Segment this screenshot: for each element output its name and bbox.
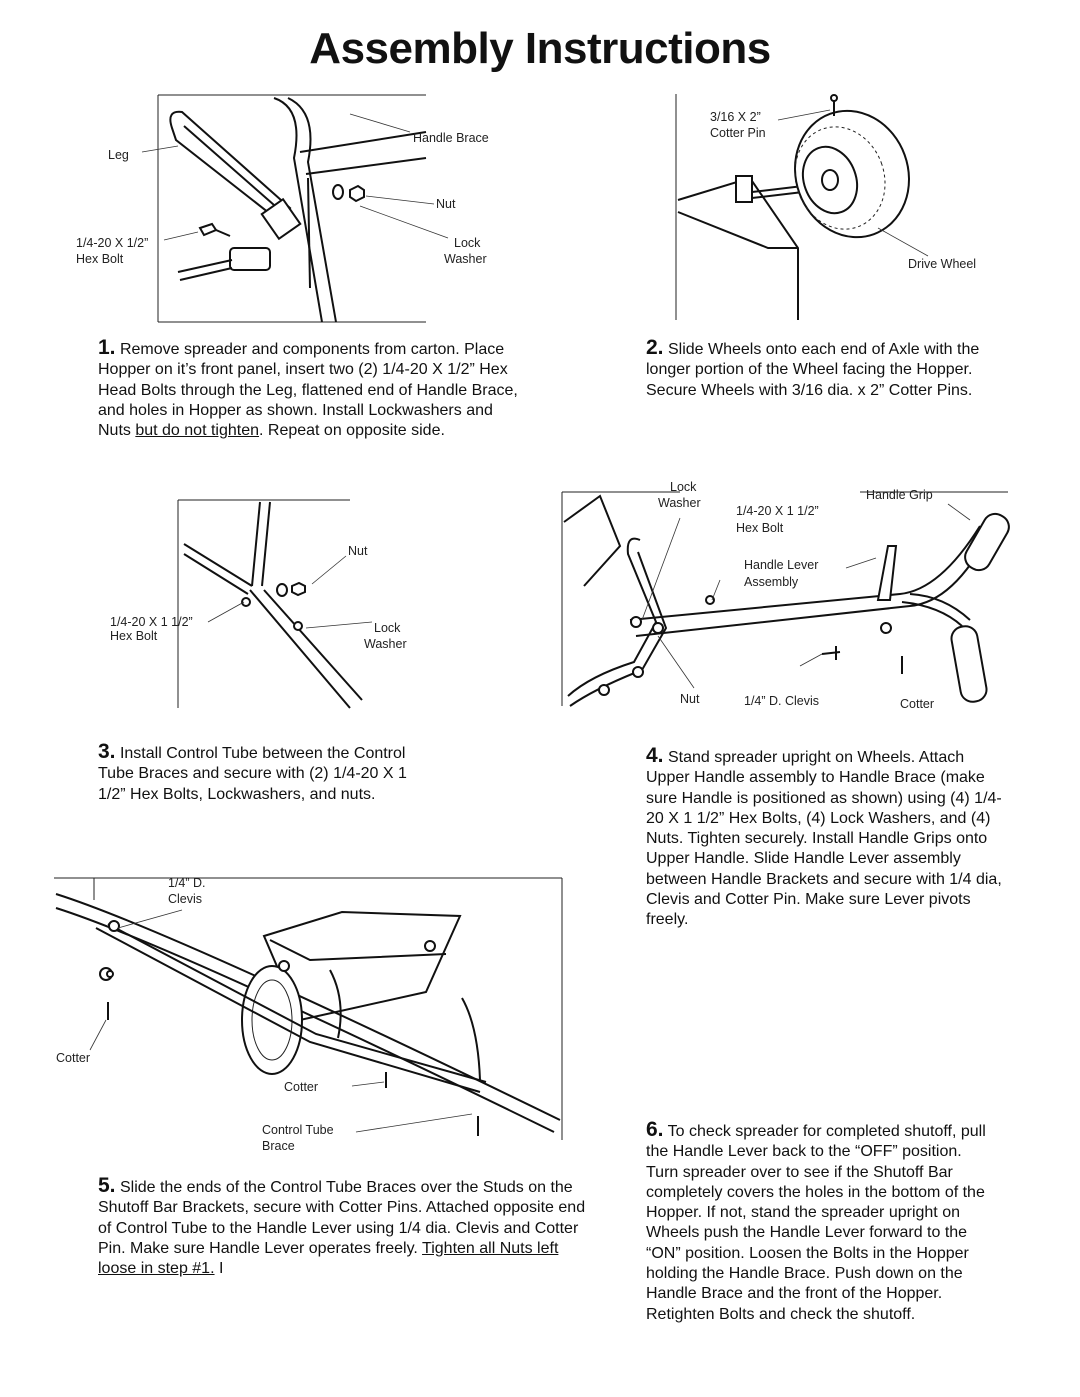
step-4-body: Stand spreader upright on Wheels. Attach… — [646, 749, 1002, 929]
label-handle-grip: Handle Grip — [866, 488, 933, 502]
step-5-number: 5. — [98, 1174, 116, 1197]
label-lock-line1: Lock — [454, 236, 481, 250]
label-hex-bolt-line2: Hex Bolt — [736, 521, 784, 535]
step-3-body: Install Control Tube between the Control… — [98, 745, 407, 803]
label-washer-line2: Washer — [658, 496, 701, 510]
step-5-underlined: Tighten all Nuts left loose in step #1. — [98, 1239, 559, 1278]
label-nut: Nut — [680, 692, 700, 706]
step-5-text: 5. Slide the ends of the Control Tube Br… — [98, 1174, 598, 1279]
label-lock-line1: Lock — [670, 480, 697, 494]
figure-2-drive-wheel: 3/16 X 2” Cotter Pin Drive Wheel — [670, 88, 1000, 328]
step-6-body: To check spreader for completed shutoff,… — [646, 1123, 986, 1323]
figure-3-control-tube: Nut 1/4-20 X 1 1/2” Hex Bolt Lock Washer — [100, 494, 430, 714]
page-title: Assembly Instructions — [309, 24, 771, 73]
label-hex-bolt-line2: Hex Bolt — [76, 252, 124, 266]
label-control-tube-brace-line1: Control Tube — [262, 1123, 334, 1137]
step-1-body-b: . Repeat on opposite side. — [259, 422, 445, 440]
figure-3-drawing — [177, 499, 373, 709]
step-3-text: 3. Install Control Tube between the Cont… — [98, 740, 428, 805]
figure-4-upper-handle: Lock Washer 1/4-20 X 1 1/2” Hex Bolt Han… — [560, 476, 1010, 722]
label-clevis-line1: 1/4” D. — [168, 876, 206, 890]
step-1-underlined: but do not tighten — [135, 422, 259, 440]
label-hex-bolt-line1: 1/4-20 X 1 1/2” — [736, 504, 819, 518]
step-6-number: 6. — [646, 1118, 664, 1141]
label-handle-lever-line2: Assembly — [744, 575, 799, 589]
step-6-text: 6. To check spreader for completed shuto… — [646, 1118, 996, 1325]
label-washer-line2: Washer — [364, 637, 407, 651]
step-3-number: 3. — [98, 740, 116, 763]
label-nut: Nut — [348, 544, 368, 558]
label-nut: Nut — [436, 197, 456, 211]
step-1-text: 1. Remove spreader and components from c… — [98, 336, 528, 441]
step-4-text: 4. Stand spreader upright on Wheels. Att… — [646, 744, 1002, 931]
figure-1-drawing — [141, 94, 449, 323]
label-cotter-pin-size: 3/16 X 2” — [710, 110, 761, 124]
label-control-tube-brace-line2: Brace — [262, 1139, 295, 1153]
step-5-body-a: Slide the ends of the Control Tube Brace… — [98, 1179, 586, 1257]
label-cotter: Cotter — [900, 697, 935, 711]
figure-4-drawing — [561, 491, 1010, 707]
step-2-number: 2. — [646, 336, 664, 359]
label-leg: Leg — [108, 148, 129, 162]
step-5-body-b: I — [214, 1260, 224, 1278]
step-1-number: 1. — [98, 336, 116, 359]
label-clevis-line2: Clevis — [168, 892, 203, 906]
figure-5-control-tube-braces: 1/4” D. Clevis Cotter Cotter Control Tub… — [50, 870, 570, 1160]
label-washer-line2: Washer — [444, 252, 487, 266]
label-hex-bolt-line1: 1/4-20 X 1 1/2” — [110, 615, 193, 629]
label-handle-brace: Handle Brace — [413, 131, 489, 145]
figure-5-drawing — [54, 877, 563, 1140]
step-4-number: 4. — [646, 744, 664, 767]
label-cotter-mid: Cotter — [284, 1080, 319, 1094]
label-hex-bolt-line2: Hex Bolt — [110, 629, 158, 643]
label-hex-bolt-line1: 1/4-20 X 1/2” — [76, 236, 149, 250]
label-drive-wheel: Drive Wheel — [908, 257, 977, 271]
step-2-text: 2. Slide Wheels onto each end of Axle wi… — [646, 336, 996, 401]
label-lock-line1: Lock — [374, 621, 401, 635]
label-clevis: 1/4” D. Clevis — [744, 694, 820, 708]
figure-1-leg-handle-brace: Leg Handle Brace Nut 1/4-20 X 1/2” Hex B… — [60, 88, 500, 328]
label-cotter-left: Cotter — [56, 1051, 91, 1065]
label-cotter-pin: Cotter Pin — [710, 126, 766, 140]
label-handle-lever-line1: Handle Lever — [744, 558, 819, 572]
step-1-body-a: Remove spreader and components from cart… — [98, 341, 518, 440]
step-2-body: Slide Wheels onto each end of Axle with … — [646, 341, 980, 399]
figure-2-drawing — [675, 94, 929, 320]
